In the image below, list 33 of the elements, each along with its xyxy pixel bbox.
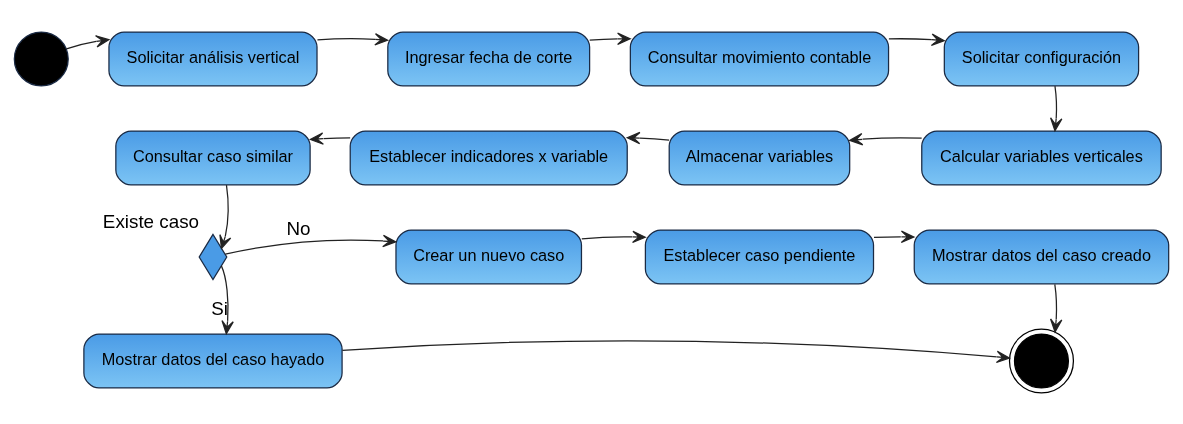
arrow <box>224 234 397 255</box>
arrow <box>309 131 351 145</box>
node-circle <box>1008 327 1075 394</box>
arrow <box>65 34 110 49</box>
arrow <box>1049 84 1063 131</box>
arrow <box>316 32 389 46</box>
node-label: Existe caso <box>102 210 199 232</box>
node-box: Almacenar variables <box>668 129 851 186</box>
arrow <box>849 132 923 145</box>
edge-label: No <box>286 217 311 239</box>
arrow <box>219 183 232 249</box>
arrow <box>873 230 915 243</box>
node-box: Ingresar fecha de corte <box>387 30 591 87</box>
node-box: Solicitar análisis vertical <box>108 30 318 87</box>
arrow <box>581 230 646 243</box>
arrow <box>589 32 631 45</box>
arrow <box>341 339 1010 363</box>
node-box: Crear un nuevo caso <box>395 228 583 285</box>
node-box: Consultar caso similar <box>115 129 311 186</box>
node-box: Establecer caso pendiente <box>644 228 875 285</box>
node-box: Solicitar configuración <box>943 30 1140 87</box>
node-box: Consultar movimiento contable <box>629 30 890 87</box>
node-box: Establecer indicadores x variable <box>349 129 628 186</box>
node-box: Mostrar datos del caso creado <box>913 228 1170 285</box>
edge-label: Si <box>211 297 228 319</box>
node-box: Mostrar datos del caso hayado <box>83 332 343 389</box>
node-diamond <box>198 232 228 281</box>
arrow <box>220 264 234 334</box>
arrow <box>888 33 945 46</box>
arrow <box>1049 283 1063 333</box>
arrow <box>626 131 670 144</box>
node-box: Calcular variables verticales <box>921 129 1162 186</box>
node-circle <box>13 30 69 87</box>
